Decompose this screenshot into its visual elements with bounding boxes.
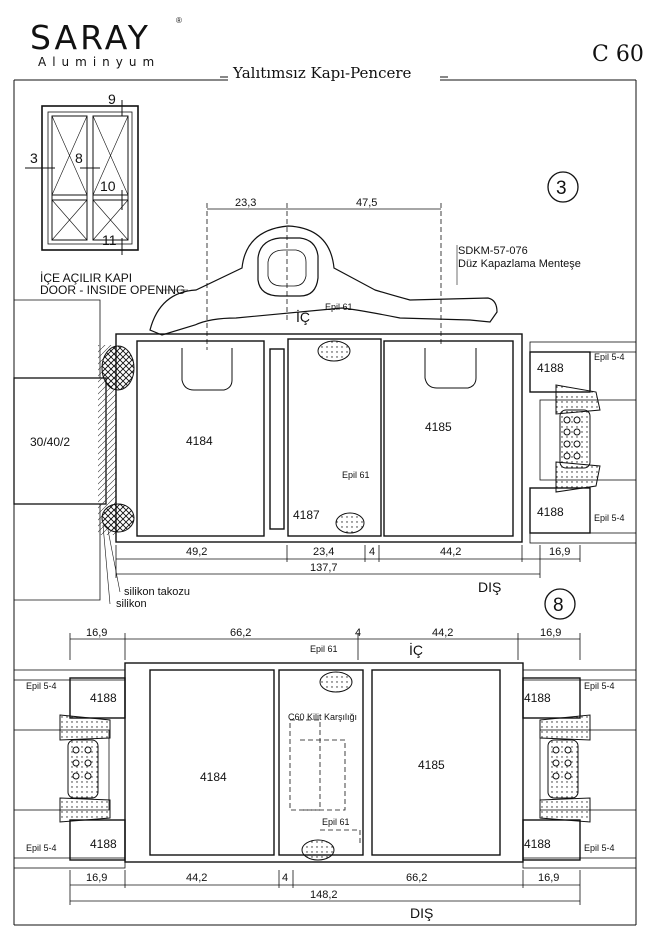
s8-dim-top-3: 4 bbox=[355, 627, 361, 639]
s3-dim-bottom-2: 23,4 bbox=[313, 546, 334, 558]
plan-label-11: 11 bbox=[102, 232, 117, 248]
s3-gasket-bottom: Epil 61 bbox=[342, 470, 370, 480]
s3-dim-bottom-4: 44,2 bbox=[440, 546, 461, 558]
plan-caption-tr: İÇE AÇILIR KAPI bbox=[40, 271, 132, 285]
section-8: 8 16,9 66,2 4 44,2 16,9 İÇ bbox=[13, 588, 637, 921]
s8-profile-4188-tr: 4188 bbox=[524, 691, 551, 705]
s3-gasket-top: Epil 61 bbox=[325, 302, 353, 312]
s3-note-silicone: silikon bbox=[116, 598, 147, 610]
plan-label-10: 10 bbox=[100, 178, 116, 194]
brand-subtitle: Aluminyum bbox=[38, 55, 161, 69]
s3-outside-label: DIŞ bbox=[478, 579, 501, 595]
s3-note-silicone-block: silikon takozu bbox=[124, 586, 190, 598]
plan-label-8: 8 bbox=[75, 150, 83, 166]
s3-dim-total: 137,7 bbox=[310, 562, 338, 574]
s3-inside-label: İÇ bbox=[296, 308, 310, 325]
s3-dim-bottom-3: 4 bbox=[369, 546, 375, 558]
s8-gasket-right-bottom: Epil 5-4 bbox=[584, 843, 615, 853]
s8-dim-bottom-2: 44,2 bbox=[186, 872, 207, 884]
s8-gasket-left-top: Epil 5-4 bbox=[26, 681, 57, 691]
s8-dim-top-1: 16,9 bbox=[86, 627, 107, 639]
s8-profile-4188-tl: 4188 bbox=[90, 691, 117, 705]
s8-profile-4188-br: 4188 bbox=[524, 837, 551, 851]
s8-lock-label: C60 Kilit Karşılığı bbox=[288, 712, 357, 722]
s3-profile bbox=[115, 333, 637, 544]
page-title: Yalıtımsız Kapı-Pencere bbox=[233, 64, 412, 82]
plan-label-9: 9 bbox=[108, 91, 116, 107]
plan-caption-en: DOOR - INSIDE OPENING bbox=[40, 283, 185, 297]
hinge-name: Düz Kapazlama Menteşe bbox=[458, 258, 581, 270]
s8-profile-4185: 4185 bbox=[418, 758, 445, 772]
s8-gasket-right-top: Epil 5-4 bbox=[584, 681, 615, 691]
s8-gasket-top: Epil 61 bbox=[310, 644, 338, 654]
s8-dim-total: 148,2 bbox=[310, 889, 338, 901]
s8-inside-label: İÇ bbox=[409, 641, 423, 658]
s3-gasket-right-bottom: Epil 5-4 bbox=[594, 513, 625, 523]
hinge bbox=[149, 225, 498, 336]
s3-gasket-right-top: Epil 5-4 bbox=[594, 352, 625, 362]
plan-label-3: 3 bbox=[30, 150, 38, 166]
s8-profile bbox=[13, 662, 637, 869]
s8-outside-label: DIŞ bbox=[410, 905, 433, 921]
door-elevation bbox=[25, 100, 139, 255]
section-8-number: 8 bbox=[553, 595, 564, 616]
s3-profile-4185: 4185 bbox=[425, 420, 452, 434]
s3-wall-label: 30/40/2 bbox=[30, 435, 70, 449]
s3-profile-4184: 4184 bbox=[186, 434, 213, 448]
section-3-number: 3 bbox=[556, 178, 567, 199]
s8-dim-bottom-4: 66,2 bbox=[406, 872, 427, 884]
s8-gasket-bottom: Epil 61 bbox=[322, 817, 350, 827]
s8-dim-top-2: 66,2 bbox=[230, 627, 251, 639]
s3-dim-top-2: 47,5 bbox=[356, 197, 377, 209]
brand-logo: SARAY bbox=[30, 18, 151, 57]
s3-profile-4187: 4187 bbox=[293, 508, 320, 522]
s8-dim-top-4: 44,2 bbox=[432, 627, 453, 639]
s3-profile-4188-bottom: 4188 bbox=[537, 505, 564, 519]
s8-gasket-left-bottom: Epil 5-4 bbox=[26, 843, 57, 853]
s8-dim-bottom-1: 16,9 bbox=[86, 872, 107, 884]
registered-mark: ® bbox=[176, 16, 182, 25]
s8-dim-top-5: 16,9 bbox=[540, 627, 561, 639]
s3-profile-4188-top: 4188 bbox=[537, 361, 564, 375]
hinge-code: SDKM-57-076 bbox=[458, 245, 528, 257]
model-code: C 60 bbox=[592, 42, 644, 67]
s8-profile-4184: 4184 bbox=[200, 770, 227, 784]
section-3: 3 23,3 47,5 SDKM-57-076 Düz Kapazlama Me… bbox=[13, 171, 637, 610]
s3-dim-top-1: 23,3 bbox=[235, 197, 256, 209]
s3-dim-bottom-1: 49,2 bbox=[186, 546, 207, 558]
s3-wall bbox=[13, 299, 116, 601]
s8-profile-4188-bl: 4188 bbox=[90, 837, 117, 851]
s8-dim-bottom-5: 16,9 bbox=[538, 872, 559, 884]
s3-dim-bottom-5: 16,9 bbox=[549, 546, 570, 558]
s8-dim-bottom-3: 4 bbox=[282, 872, 288, 884]
